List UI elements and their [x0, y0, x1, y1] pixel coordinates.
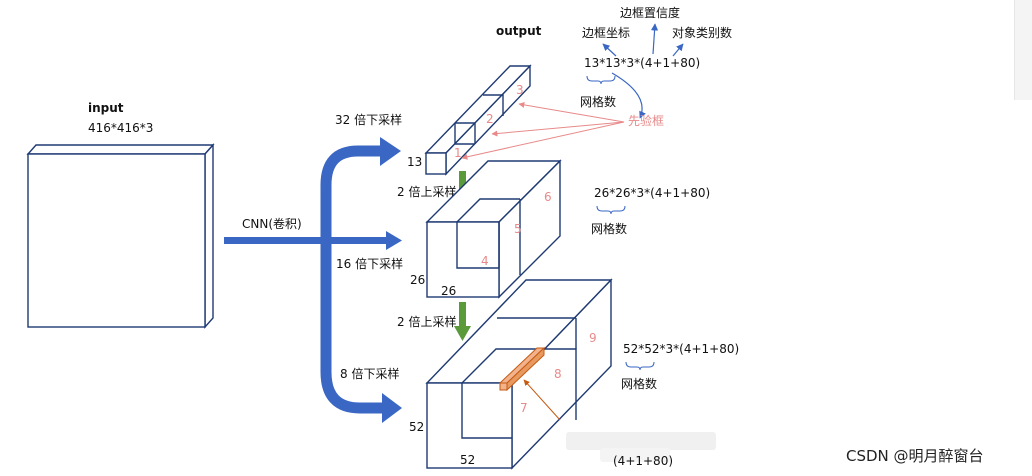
cnn-label: CNN(卷积)	[242, 216, 302, 231]
s13-divider-2	[483, 94, 504, 116]
csdn-watermark: CSDN @明月醉窗台	[846, 447, 984, 465]
s26-bottom-label: 26	[441, 284, 456, 298]
scale-26-block	[425, 159, 562, 299]
anchor-3: 3	[516, 83, 524, 97]
s26-inner-1	[456, 222, 499, 269]
downsample-32x-label: 32 倍下采样	[335, 112, 402, 127]
s26-formula: 26*26*3*(4+1+80)	[594, 186, 710, 200]
anchor-9: 9	[589, 331, 597, 345]
formula-to-anchor-arrow	[611, 72, 646, 119]
blurred-overlay	[566, 432, 716, 462]
upsample-arrow-2	[454, 302, 471, 341]
s13-grid-label: 网格数	[580, 94, 616, 109]
input-side-face	[204, 143, 214, 329]
s26-inner-2	[456, 198, 520, 223]
output-title: output	[496, 24, 542, 38]
s13-grid-brace	[586, 75, 616, 85]
s26-grid-brace	[596, 205, 626, 215]
s13-side-label: 13	[407, 155, 422, 169]
scale-13-block	[424, 64, 532, 176]
anchor-1: 1	[454, 146, 462, 160]
anchor-arrow-2	[491, 121, 625, 137]
upsample-2-label: 2 倍上采样	[397, 314, 456, 329]
downsample-curve-arrow	[320, 137, 402, 423]
s52-grid-label: 网格数	[621, 376, 657, 391]
highlight-grid-cell	[498, 346, 546, 392]
input-front-face	[27, 153, 206, 328]
downsample-8x-label: 8 倍下采样	[340, 366, 399, 381]
s52-inner-1	[461, 383, 512, 439]
overlay-text: (4+1+80)	[613, 454, 673, 468]
anchor-arrow-1	[461, 121, 625, 160]
anchor-8: 8	[554, 367, 562, 381]
input-size: 416*416*3	[88, 121, 153, 135]
box-coords-label: 边框坐标	[582, 26, 630, 40]
anchor-6: 6	[544, 190, 552, 204]
scale-52-block	[425, 278, 613, 470]
s52-bottom-label: 52	[460, 453, 475, 467]
s13-front-face	[425, 152, 447, 175]
cnn-arrow	[224, 231, 402, 250]
s13-divider-1	[455, 122, 476, 144]
confidence-arrow	[650, 23, 659, 55]
anchor-2: 2	[486, 112, 494, 126]
anchor-label: 先验框	[628, 113, 664, 128]
highlight-arrow	[523, 379, 561, 421]
page-scrollbar[interactable]	[1014, 0, 1032, 100]
s52-side-label: 52	[409, 420, 424, 434]
box-coords-arrow	[602, 43, 617, 57]
anchor-4: 4	[481, 254, 489, 268]
class-count-label: 对象类别数	[672, 25, 732, 40]
input-top-face	[26, 144, 215, 155]
s26-side-label: 26	[410, 273, 425, 287]
arrow-head-8x	[382, 393, 402, 423]
anchor-arrow-3	[518, 101, 625, 123]
class-count-arrow	[672, 43, 684, 57]
s52-grid-brace	[625, 361, 655, 371]
anchor-5: 5	[514, 222, 522, 236]
arrow-head-32x	[380, 137, 401, 166]
s52-front-face	[426, 382, 513, 469]
input-title: input	[88, 101, 124, 115]
s26-grid-label: 网格数	[591, 221, 627, 236]
s13-formula: 13*13*3*(4+1+80)	[584, 56, 700, 70]
confidence-label: 边框置信度	[620, 5, 680, 20]
upsample-1-label: 2 倍上采样	[397, 184, 456, 199]
s52-formula: 52*52*3*(4+1+80)	[623, 342, 739, 356]
anchor-7: 7	[520, 401, 528, 415]
downsample-16x-label: 16 倍下采样	[336, 256, 403, 271]
input-block	[26, 143, 215, 329]
